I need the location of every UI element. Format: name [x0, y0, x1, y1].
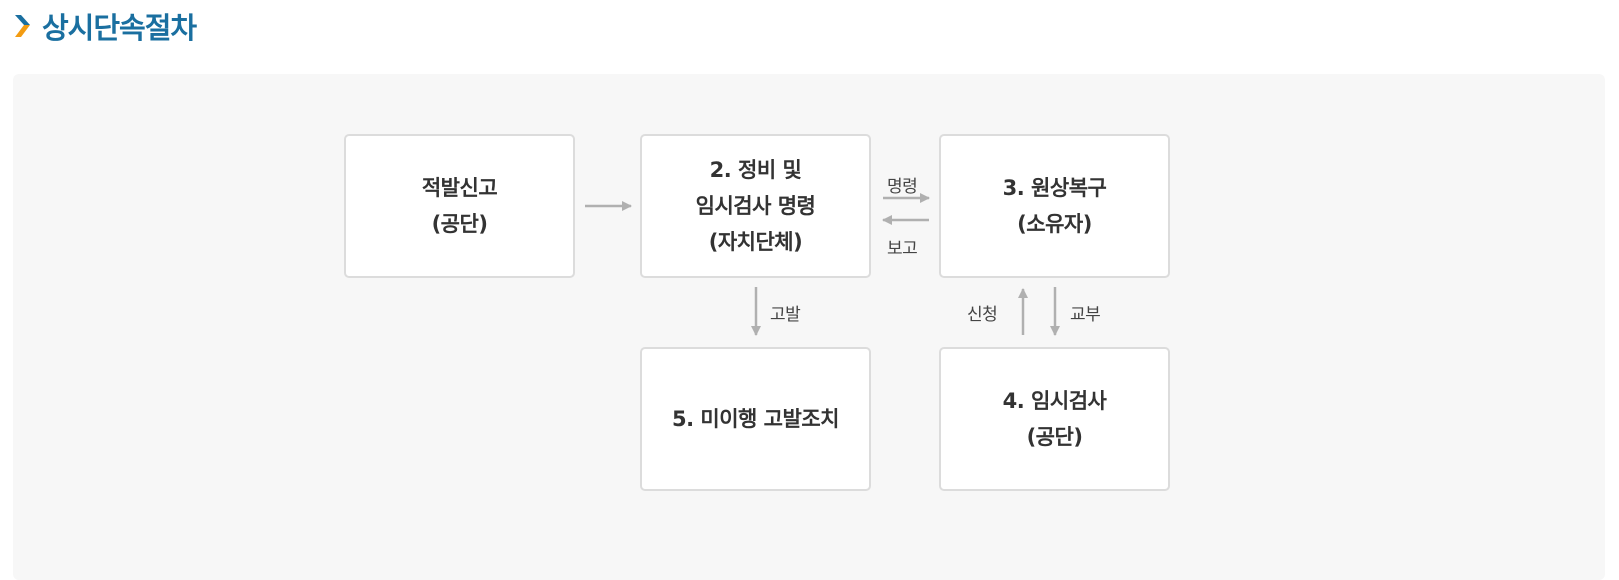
step-box-order: 2. 정비 및 임시검사 명령 (자치단체)	[640, 134, 871, 278]
section-header: 상시단속절차	[12, 6, 197, 46]
label-order: 명령	[887, 177, 918, 197]
step-box-inspection: 4. 임시검사 (공단)	[939, 347, 1170, 491]
chevron-right-icon	[15, 15, 30, 37]
label-report-back: 보고	[887, 239, 918, 259]
label-accuse: 고발	[770, 305, 801, 325]
step-order-agency: (자치단체)	[708, 230, 803, 254]
step-box-accusation: 5. 미이행 고발조치	[640, 347, 871, 491]
label-issue: 교부	[1070, 305, 1101, 325]
page-title: 상시단속절차	[42, 11, 197, 45]
step-report-agency: (공단)	[431, 212, 488, 236]
step-restore-title: 3. 원상복구	[1002, 176, 1107, 200]
step-report-title: 적발신고	[421, 176, 498, 200]
step-box-report: 적발신고 (공단)	[344, 134, 575, 278]
step-order-title-1: 2. 정비 및	[709, 158, 802, 182]
step-inspection-title: 4. 임시검사	[1002, 389, 1107, 413]
step-box-restore: 3. 원상복구 (소유자)	[939, 134, 1170, 278]
label-apply: 신청	[967, 305, 998, 325]
step-inspection-agency: (공단)	[1026, 425, 1083, 449]
step-restore-agency: (소유자)	[1017, 212, 1092, 236]
step-accusation-title: 5. 미이행 고발조치	[672, 407, 839, 431]
step-order-title-2: 임시검사 명령	[695, 194, 816, 218]
